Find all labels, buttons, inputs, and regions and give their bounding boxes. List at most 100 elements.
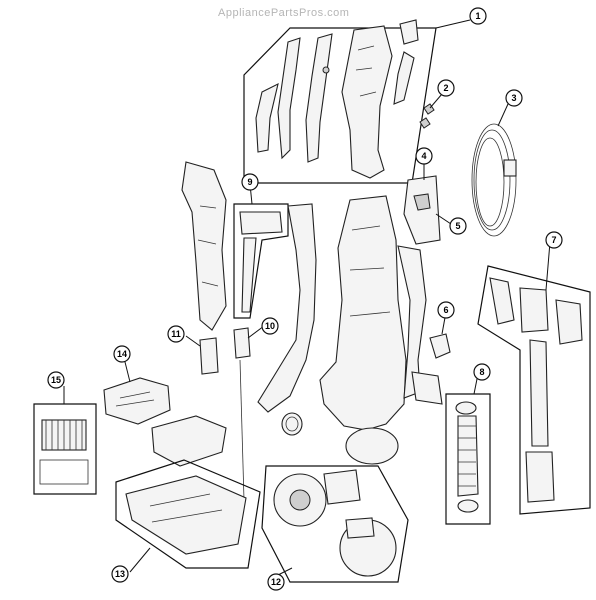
- callout-4: 4: [415, 147, 433, 165]
- handle-ribs: [355, 45, 377, 97]
- callout-8: 8: [473, 363, 491, 381]
- hose-bracket-clip: [239, 211, 283, 235]
- callout-2-label: 2: [443, 83, 448, 93]
- handle-bar-middle: [305, 33, 333, 163]
- callout-5: 5: [449, 217, 467, 235]
- callout-8-label: 8: [479, 367, 484, 377]
- callout-15-label: 15: [51, 375, 61, 385]
- callout-9-bubble: [241, 173, 259, 191]
- callout-12-label: 12: [271, 577, 281, 587]
- crevice-tool: [489, 277, 515, 325]
- filter-panel: [33, 403, 97, 495]
- callout-6-label: 6: [443, 305, 448, 315]
- lower-duct-group: [257, 203, 317, 436]
- callout-4-label: 4: [421, 151, 426, 161]
- filter-group: [33, 403, 97, 495]
- watermark-text: AppliancePartsPros.com: [218, 7, 349, 19]
- callout-6-bubble: [437, 301, 455, 319]
- callout-13-label: 13: [115, 569, 125, 579]
- nozzle-base-housing: [125, 475, 247, 555]
- duct-seal-ring: [281, 412, 303, 436]
- callout-11: 11: [167, 325, 185, 343]
- dusting-brush: [519, 287, 549, 333]
- hose-cuff-bottom: [457, 499, 479, 513]
- dirt-cup-tray: [151, 415, 227, 467]
- bracket-part: [199, 337, 219, 375]
- callout-12-bubble: [267, 573, 285, 591]
- filter-cover-ribs: [115, 391, 155, 407]
- stretch-hose-group: [445, 393, 491, 525]
- main-body-wheel: [345, 427, 399, 465]
- rear-body-ribs: [197, 205, 219, 287]
- filter-frame: [39, 459, 89, 485]
- power-cord-coil-inner: [475, 137, 505, 227]
- handle-main-shell: [341, 25, 393, 179]
- callout-15-bubble: [47, 371, 65, 389]
- callout-1-label: 1: [475, 11, 480, 21]
- main-body-shell: [319, 195, 407, 431]
- stretch-hose-body: [457, 415, 479, 497]
- power-cord-plug: [503, 159, 517, 177]
- callout-9: 9: [241, 173, 259, 191]
- duct-seal-inner: [285, 416, 299, 432]
- lower-duct: [257, 203, 317, 413]
- dirt-cup-group: [151, 415, 227, 467]
- callout-5-bubble: [449, 217, 467, 235]
- power-cord-coil-outer: [471, 123, 517, 237]
- filter-cover-group: [103, 377, 171, 425]
- callout-11-label: 11: [171, 329, 181, 339]
- callout-14-bubble: [113, 345, 131, 363]
- stretch-hose-panel: [445, 393, 491, 525]
- callout-1: 1: [469, 7, 487, 25]
- upholstery-tool: [555, 299, 583, 345]
- callout-10-label: 10: [265, 321, 275, 331]
- callout-3-bubble: [505, 89, 523, 107]
- callout-14: 14: [113, 345, 131, 363]
- callout-5-label: 5: [455, 221, 460, 231]
- callout-12: 12: [267, 573, 285, 591]
- switch-part: [233, 327, 251, 359]
- handle-clip: [322, 66, 330, 74]
- motor-group: [261, 465, 409, 583]
- wand-nozzle: [525, 451, 555, 503]
- cord-hook-clip: [413, 193, 431, 211]
- callout-2: 2: [437, 79, 455, 97]
- callout-9-label: 9: [247, 177, 252, 187]
- filter-pleat-lines: [45, 420, 83, 450]
- callout-10-bubble: [261, 317, 279, 335]
- callout-14-label: 14: [117, 349, 127, 359]
- wand-tools-group: [477, 265, 591, 515]
- callout-1-bubble: [469, 7, 487, 25]
- main-body-group: [319, 195, 443, 465]
- callout-7-label: 7: [551, 235, 556, 245]
- callout-6: 6: [437, 301, 455, 319]
- callout-13: 13: [111, 565, 129, 583]
- motor-brush-cover: [323, 469, 361, 505]
- nozzle-base-panel: [115, 459, 261, 569]
- callout-2-bubble: [437, 79, 455, 97]
- nozzle-base-group: [115, 459, 261, 569]
- handle-switch-cap: [399, 19, 419, 45]
- small-parts-group: [199, 327, 251, 501]
- callout-10: 10: [261, 317, 279, 335]
- callout-3-label: 3: [511, 93, 516, 103]
- callout-4-bubble: [415, 147, 433, 165]
- latch-group: [429, 333, 451, 359]
- hose-bracket-panel: [233, 203, 289, 319]
- wand-tools-panel: [477, 265, 591, 515]
- screw-lower: [419, 117, 431, 129]
- handle-strip-right: [393, 51, 415, 105]
- nozzle-base-ribs: [149, 493, 223, 523]
- callout-3: 3: [505, 89, 523, 107]
- handle-bar-left: [277, 37, 301, 160]
- leader-lines: [63, 19, 551, 577]
- handle-grip-left: [255, 82, 279, 153]
- cord-hook-group: [403, 175, 441, 245]
- filter-cover: [103, 377, 171, 425]
- callout-11-bubble: [167, 325, 185, 343]
- callout-8-bubble: [473, 363, 491, 381]
- handle-assembly-group: [243, 19, 437, 184]
- stretch-hose-ribs: [458, 425, 476, 487]
- hose-bracket-rod: [241, 237, 257, 313]
